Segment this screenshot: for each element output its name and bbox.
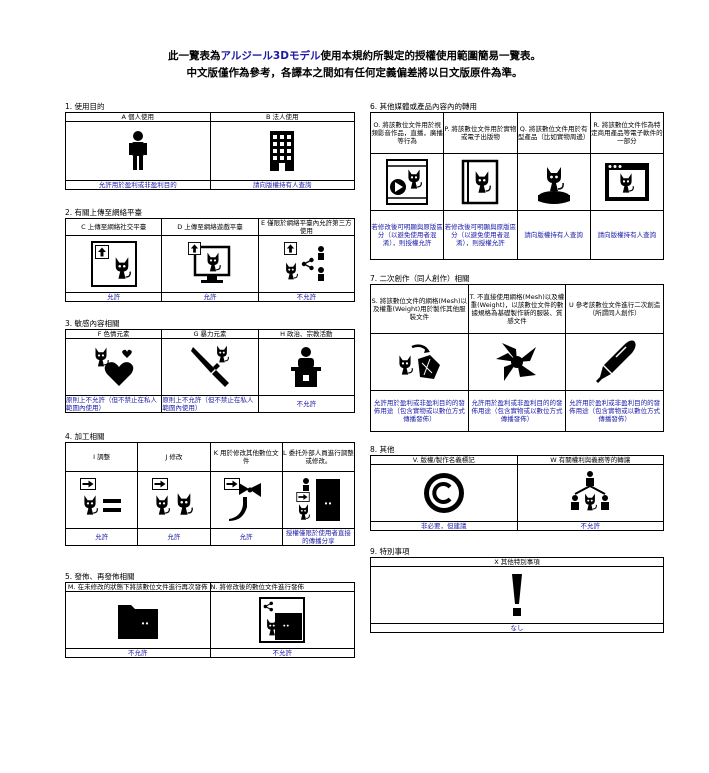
col-footer-c: 允許 [64,292,163,302]
col-header-w: W 有關權利與義務等的轉讓 [516,455,664,465]
mesh-clothing-icon [399,344,441,379]
knife-icon [190,345,229,387]
pen-nib-icon [595,340,636,383]
col-header-h: H 政治、宗教活動 [257,329,356,339]
software-window-icon [604,163,649,201]
col-footer-u: 允許用於盈利或非盈利目的的發佈用途（包含實物或以數位方式傳播發佈） [565,390,664,432]
title-line1-post: 使用本規約所製定的授權使用範圍簡易一覽表。 [320,50,541,62]
col-header-g: G 暴力元素 [161,329,259,339]
exclamation-icon [512,574,522,616]
col-header-l: L 委托外部人員進行調整或修改。 [281,442,356,472]
col-header-e: E 僅限於網絡平臺內允許第三方使用 [257,218,356,236]
modify-icon [151,478,193,516]
section-online-upload: 2. 有關上傳至網絡平臺 C 上傳至網絡社交平臺 D 上傳至網絡遊戲平臺 E 僅… [64,208,356,302]
upload-social-icon [90,241,137,287]
rights-transfer-icon [571,471,610,511]
col-footer-n: 不允許 [209,648,355,658]
section-derivative-works: 7. 二次創作（同人創作）相關 S. 將該數位文件的網格(Mesh)以及權重(W… [370,274,664,432]
col-footer-k: 允許 [209,528,283,546]
col-footer-b: 請向版權持有人查詢 [209,180,355,190]
section-processing: 4. 加工相關 I 調整 J 修改 K 用於修改其他數位文件 L 委托外部人員進… [64,432,356,546]
col-header-b: B 法人使用 [209,112,355,122]
figurine-product-icon [537,166,570,204]
person-icon [128,131,147,170]
section-title: 2. 有關上傳至網絡平臺 [65,208,143,217]
col-header-c: C 上傳至網絡社交平臺 [64,218,163,236]
col-header-f: F 色情元素 [64,329,163,339]
office-building-icon [270,131,295,171]
upload-game-icon [187,242,231,283]
col-header-s: S. 將該數位文件的網格(Mesh)以及權重(Weight)用於製作其他服裝文件 [370,284,469,334]
section-title: 1. 使用目的 [65,102,105,111]
col-footer-e: 不允許 [257,292,356,302]
col-footer-g: 原則上不允許（但不禁止在私人範圍內使用） [161,395,259,413]
section-title: 7. 二次創作（同人創作）相關 [370,274,470,283]
col-footer-a: 允許用於盈利或非盈利目的 [65,180,211,190]
col-footer-t: 允許用於盈利或非盈利目的的發佈用途（包含實物或以數位方式傳播發佈） [467,390,567,432]
adjust-icon [79,478,121,516]
col-header-x: X 其他特別事項 [370,557,664,567]
col-footer-h: 不允許 [257,395,356,413]
section-other: 8. 其他 V. 版權/製作名義標記 W 有關權利與義務等的轉讓 [370,445,664,531]
col-header-u: U 參考該數位文件進行二次創造（所謂同人創作） [565,284,664,334]
col-footer-f: 原則上不允許（但不禁止在私人範圍內使用） [64,395,163,413]
col-header-q: Q. 將該數位文件用於有型產品（比如實物周邊） [516,112,591,154]
book-publication-icon [462,159,499,205]
col-header-v: V. 版權/製作名義標記 [370,455,518,465]
copyright-icon [423,473,464,513]
col-footer-i: 允許 [64,528,139,546]
video-play-icon [386,159,429,205]
col-footer-r: 請向版權持有人查詢 [589,210,665,260]
section-title: 9. 特別事項 [370,547,410,556]
col-footer-p: 若修改後可明顯與原版區分（以避免使用者混淆），則授權允許 [443,210,518,260]
distribute-modified-icon [259,597,306,643]
section-title: 6. 其他媒體或產品內容內的轉用 [370,102,478,111]
col-header-t: T. 不直接使用網格(Mesh)以及權重(Weight)，以該數位文件的數據規格… [467,284,567,334]
col-footer-o: 若修改後可明顯與原版區分（以避免使用者混淆），則授權允許 [369,210,445,260]
col-footer-w: 不允許 [516,521,664,531]
col-footer-l: 授權僅限於使用者直接的傳播分享 [281,528,356,546]
title-line1-pre: 此一覽表為 [168,50,221,62]
modify-other-icon [224,478,262,521]
page-subtitle: 中文版僅作為參考，各譯本之間如有任何定義偏差將以日文版原件為準。 [186,67,523,79]
share-third-party-icon [284,242,325,281]
col-header-j: J 修改 [137,442,211,472]
section-other-media: 6. 其他媒體或產品內容內的轉用 O. 將該數位文件用於視頻影音作品，直播，廣播… [369,102,665,260]
col-footer-m: 不允許 [65,648,211,658]
section-title: 4. 加工相關 [65,432,105,441]
outsource-icon [296,478,341,521]
col-header-a: A 個人使用 [65,112,211,122]
redistribute-folder-icon [117,605,158,639]
col-footer-s: 允許用於盈利或非盈利目的的發佈用途（包含實物或以數位方式傳播發佈） [370,390,469,432]
hearts-icon [94,346,133,386]
col-header-d: D 上傳至網絡遊戲平臺 [161,218,259,236]
texture-asset-icon [495,343,536,381]
col-footer-x: なし [370,623,664,633]
podium-speaker-icon [291,347,322,387]
section-special-notes: 9. 特別事項 X 其他特別事項 なし [370,547,664,633]
col-footer-q: 請向版權持有人查詢 [516,210,591,260]
col-footer-d: 允許 [161,292,259,302]
title-line1-accent: アルジール3Dモデル [220,50,321,62]
section-redistribution: 5. 發佈、再發佈相關 M. 在未修改的狀態下將該數位文件進行再次發佈 N. 將… [65,572,355,658]
section-title: 8. 其他 [370,445,395,454]
col-header-k: K 用於修改其他數位文件 [209,442,283,472]
col-header-r: R. 將該數位文件作為特定商用產品等電子軟件的一部分 [589,112,665,154]
col-footer-v: 非必要，但建議 [370,521,518,531]
section-usage-purpose: 1. 使用目的 A 個人使用 B 法人使用 [65,102,355,190]
section-title: 3. 敏感內容相關 [65,319,120,328]
col-header-o: O. 將該數位文件用於視頻影音作品，直播，廣播等行為 [369,112,445,154]
section-sensitive-content: 3. 敏感內容相關 F 色情元素 G 暴力元素 H 政治、宗教活動 [64,319,356,413]
page-title: 此一覽表為アルジール3Dモデル使用本規約所製定的授權使用範圍簡易一覽表。 [0,48,709,65]
col-footer-j: 允許 [137,528,211,546]
col-header-n: N. 將修改後的數位文件進行發佈 [209,582,355,592]
col-header-p: P. 將該數位文件用於實物或電子出版物 [443,112,518,154]
col-header-i: I 調整 [64,442,139,472]
section-title: 5. 發佈、再發佈相關 [65,572,135,581]
col-header-m: M. 在未修改的狀態下將該數位文件進行再次發佈 [65,582,211,592]
